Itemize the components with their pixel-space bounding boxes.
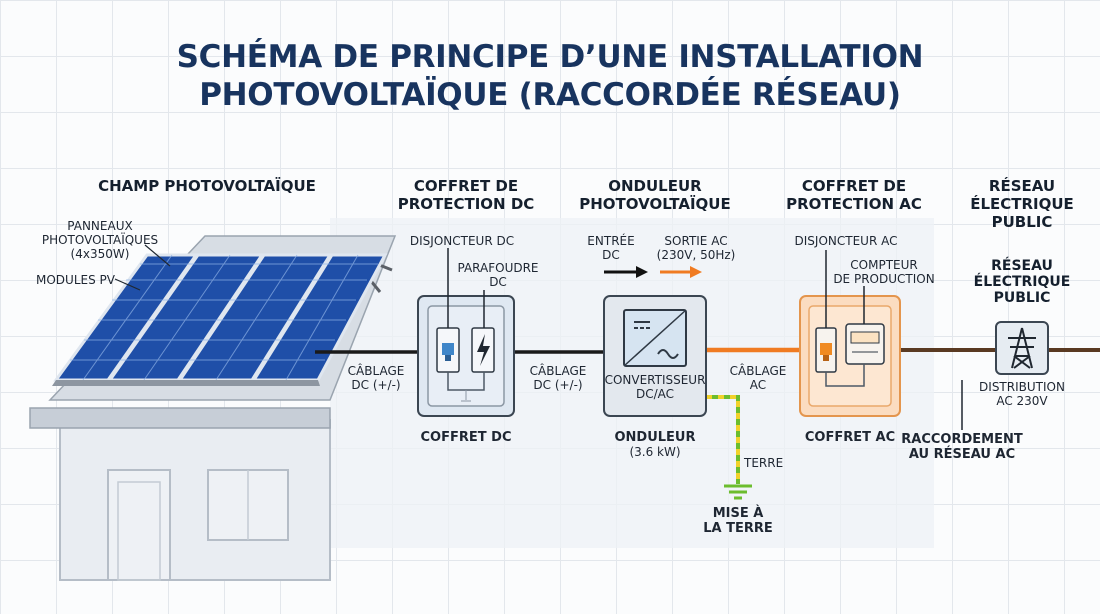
label-dc-cable-2-line-1: CÂBLAGE [529, 364, 587, 378]
label-grid-connection: RACCORDEMENT AU RÉSEAU AC [901, 432, 1022, 462]
label-earth: TERRE [744, 456, 784, 470]
label-dc-cable-2-line-2: DC (+/-) [533, 378, 583, 392]
label-distribution-line-1: DISTRIBUTION [979, 380, 1065, 394]
label-ac-box-name: COFFRET AC [804, 430, 896, 445]
ac-box [799, 250, 901, 417]
earth-wire [706, 395, 752, 500]
label-ac-output-line-2: (230V, 50Hz) [656, 248, 736, 262]
heading-inverter-line-2: PHOTOVOLTAÏQUE [579, 195, 731, 213]
label-dc-input: ENTRÉE DC [587, 234, 634, 262]
inverter [603, 266, 707, 417]
label-inverter-name-line-1: ONDULEUR [614, 430, 696, 445]
label-grid-right-line-2: ÉLECTRIQUE [973, 274, 1071, 290]
label-meter-line-2: DE PRODUCTION [833, 272, 935, 286]
label-ac-output: SORTIE AC (230V, 50Hz) [657, 234, 736, 262]
pv-cell-grid [70, 254, 378, 381]
label-dc-cable-1-line-2: DC (+/-) [351, 378, 401, 392]
label-ac-output-line-1: SORTIE AC [664, 234, 728, 248]
label-grid-right-line-1: RÉSEAU [991, 258, 1053, 274]
heading-ac-box-line-2: PROTECTION AC [786, 195, 922, 213]
label-dc-input-line-1: ENTRÉE [587, 234, 635, 248]
label-meter-line-1: COMPTEUR [850, 258, 918, 272]
label-ac-cable: CÂBLAGE AC [730, 364, 787, 392]
label-panels-line-3: (4x350W) [70, 247, 130, 261]
label-dc-box-name: COFFRET DC [420, 430, 512, 445]
label-meter: COMPTEUR DE PRODUCTION [833, 258, 934, 286]
label-panels-line-2: PHOTOVOLTAÏQUES [41, 233, 159, 247]
label-distribution: DISTRIBUTION AC 230V [979, 380, 1065, 408]
label-grid-right-line-3: PUBLIC [993, 290, 1051, 306]
label-ac-cable-line-1: CÂBLAGE [729, 364, 787, 378]
pv-panels [52, 253, 388, 386]
label-inverter-name-line-2: (3.6 kW) [629, 445, 681, 459]
pylon-icon [1008, 327, 1036, 369]
label-ac-breaker: DISJONCTEUR AC [794, 234, 898, 248]
label-grid-connection-line-1: RACCORDEMENT [901, 432, 1023, 447]
label-inverter-name: ONDULEUR (3.6 kW) [614, 430, 695, 459]
dc-box [417, 248, 515, 417]
label-dc-cable-2: CÂBLAGE DC (+/-) [530, 364, 587, 392]
label-surge-line-1: PARAFOUDRE [457, 261, 539, 275]
heading-grid-line-2: ÉLECTRIQUE [970, 195, 1074, 213]
heading-ac-box: COFFRET DE PROTECTION AC [786, 177, 922, 213]
heading-grid-line-1: RÉSEAU [988, 177, 1056, 195]
label-grounding-line-2: LA TERRE [703, 521, 773, 536]
label-surge-line-2: DC [489, 275, 507, 289]
label-grid-connection-line-2: AU RÉSEAU AC [908, 447, 1016, 462]
grid-connection [961, 321, 1049, 430]
label-grid-right: RÉSEAU ÉLECTRIQUE PUBLIC [974, 258, 1071, 306]
diagram-title: SCHÉMA DE PRINCIPE D’UNE INSTALLATION PH… [0, 38, 1100, 114]
heading-pv-field: CHAMP PHOTOVOLTAÏQUE [98, 177, 316, 195]
label-grounding-line-1: MISE À [712, 506, 764, 521]
label-surge-protector: PARAFOUDRE DC [457, 261, 538, 289]
label-distribution-line-2: AC 230V [996, 394, 1048, 408]
heading-inverter-line-1: ONDULEUR [608, 177, 702, 195]
heading-inverter: ONDULEUR PHOTOVOLTAÏQUE [579, 177, 731, 213]
label-grounding: MISE À LA TERRE [703, 506, 773, 536]
title-line-2: PHOTOVOLTAÏQUE (RACCORDÉE RÉSEAU) [199, 77, 901, 113]
heading-dc-box-line-2: PROTECTION DC [397, 195, 535, 213]
label-panels-line-1: PANNEAUX [67, 219, 133, 233]
heading-dc-box-line-1: COFFRET DE [413, 177, 519, 195]
heading-grid-line-3: PUBLIC [991, 213, 1053, 231]
label-dc-input-line-2: DC [602, 248, 620, 262]
label-ac-cable-line-2: AC [749, 378, 767, 392]
label-converter-line-2: DC/AC [635, 387, 675, 401]
label-converter-line-1: CONVERTISSEUR [604, 373, 706, 387]
label-dc-cable-1: CÂBLAGE DC (+/-) [348, 364, 405, 392]
label-panels: PANNEAUX PHOTOVOLTAÏQUES (4x350W) [42, 219, 158, 261]
heading-ac-box-line-1: COFFRET DE [801, 177, 907, 195]
label-dc-breaker: DISJONCTEUR DC [409, 234, 515, 248]
label-dc-cable-1-line-1: CÂBLAGE [347, 364, 405, 378]
title-line-1: SCHÉMA DE PRINCIPE D’UNE INSTALLATION [176, 39, 924, 75]
label-converter: CONVERTISSEUR DC/AC [605, 373, 706, 401]
meter-icon [845, 323, 885, 365]
heading-grid: RÉSEAU ÉLECTRIQUE PUBLIC [970, 177, 1074, 231]
heading-dc-box: COFFRET DE PROTECTION DC [398, 177, 535, 213]
label-modules: MODULES PV [36, 273, 115, 287]
